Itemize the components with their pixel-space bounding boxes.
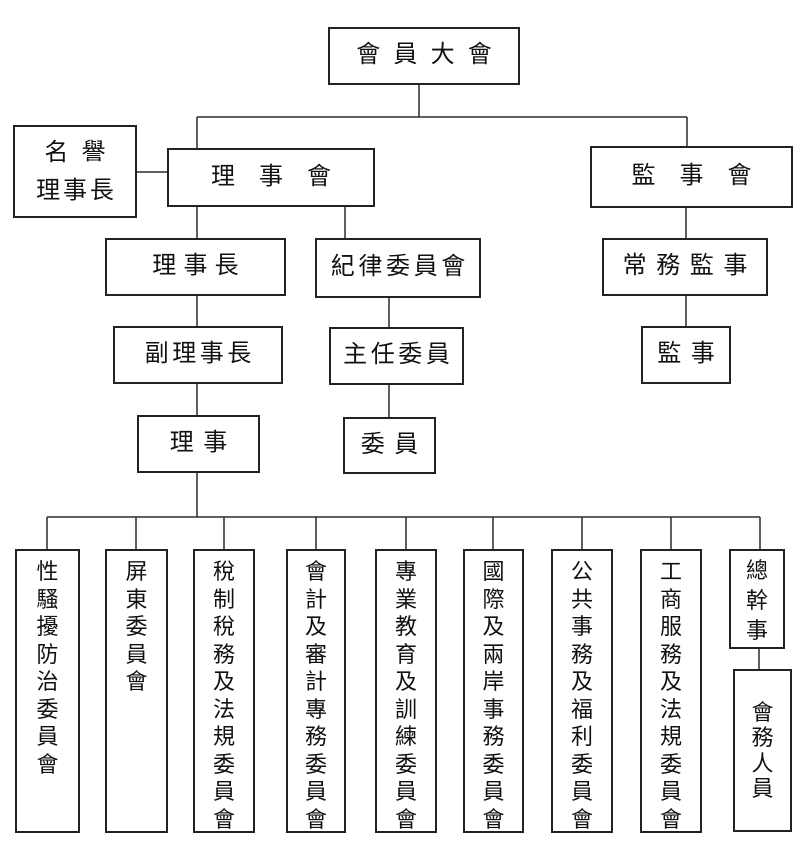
committee-accounting-and-auditing: 會計及審計專務委員會 (286, 549, 346, 833)
node-staff: 會務人員 (733, 669, 792, 832)
node-label: 監事 (657, 341, 725, 368)
node-general-assembly: 會員大會 (328, 27, 520, 85)
node-label: 總幹事 (745, 558, 768, 643)
node-chief-commissioner: 主任委員 (329, 327, 464, 385)
node-label-line1: 名譽 (44, 139, 119, 166)
node-honorary-chairman: 名譽 理事長 (13, 125, 137, 218)
node-label: 理事 (169, 430, 237, 457)
committee-label: 公共事務及福利委員會 (570, 559, 593, 832)
committee-label: 屏東委員會 (125, 559, 148, 694)
node-director: 理事 (137, 415, 260, 473)
node-board-of-supervisors: 監事會 (590, 146, 793, 208)
node-chairman: 理事長 (105, 238, 286, 296)
node-secretary-general: 總幹事 (729, 549, 785, 649)
node-board-of-directors: 理事會 (167, 148, 375, 207)
node-commissioner: 委員 (343, 417, 436, 474)
node-label: 會員大會 (356, 42, 505, 69)
node-supervisor: 監事 (641, 326, 731, 384)
committee-label: 國際及兩岸事務委員會 (482, 559, 505, 832)
node-standing-supervisor: 常務監事 (602, 238, 768, 296)
node-discipline-committee: 紀律委員會 (315, 238, 481, 298)
node-label: 主任委員 (343, 342, 454, 369)
node-label: 紀律委員會 (330, 254, 469, 281)
committee-pingtung: 屏東委員會 (105, 549, 168, 833)
connector-group (46, 84, 761, 670)
node-vice-chairman: 副理事長 (113, 326, 283, 384)
committee-sexual-harassment-prevention: 性騷擾防治委員會 (15, 549, 80, 833)
committee-tax-system-and-regulations: 稅制稅務及法規委員會 (193, 549, 255, 833)
committee-label: 性騷擾防治委員會 (36, 559, 59, 777)
committee-international-cross-strait: 國際及兩岸事務委員會 (463, 549, 524, 833)
committee-label: 工商服務及法規委員會 (659, 559, 682, 832)
node-label: 副理事長 (144, 341, 255, 368)
node-label-line2: 理事長 (36, 177, 117, 204)
committee-industrial-commercial-services: 工商服務及法規委員會 (640, 549, 702, 833)
committee-label: 稅制稅務及法規委員會 (212, 559, 235, 832)
committee-label: 會計及審計專務委員會 (304, 559, 327, 832)
node-label: 會務人員 (751, 699, 774, 802)
committee-public-affairs-welfare: 公共事務及福利委員會 (551, 549, 613, 833)
node-label: 監事會 (631, 163, 776, 190)
committee-professional-education-training: 專業教育及訓練委員會 (375, 549, 437, 833)
committee-label: 專業教育及訓練委員會 (394, 559, 417, 832)
node-label: 常務監事 (622, 253, 757, 280)
node-label: 委員 (360, 431, 428, 458)
node-label: 理事會 (211, 163, 355, 190)
node-label: 理事長 (152, 253, 246, 280)
